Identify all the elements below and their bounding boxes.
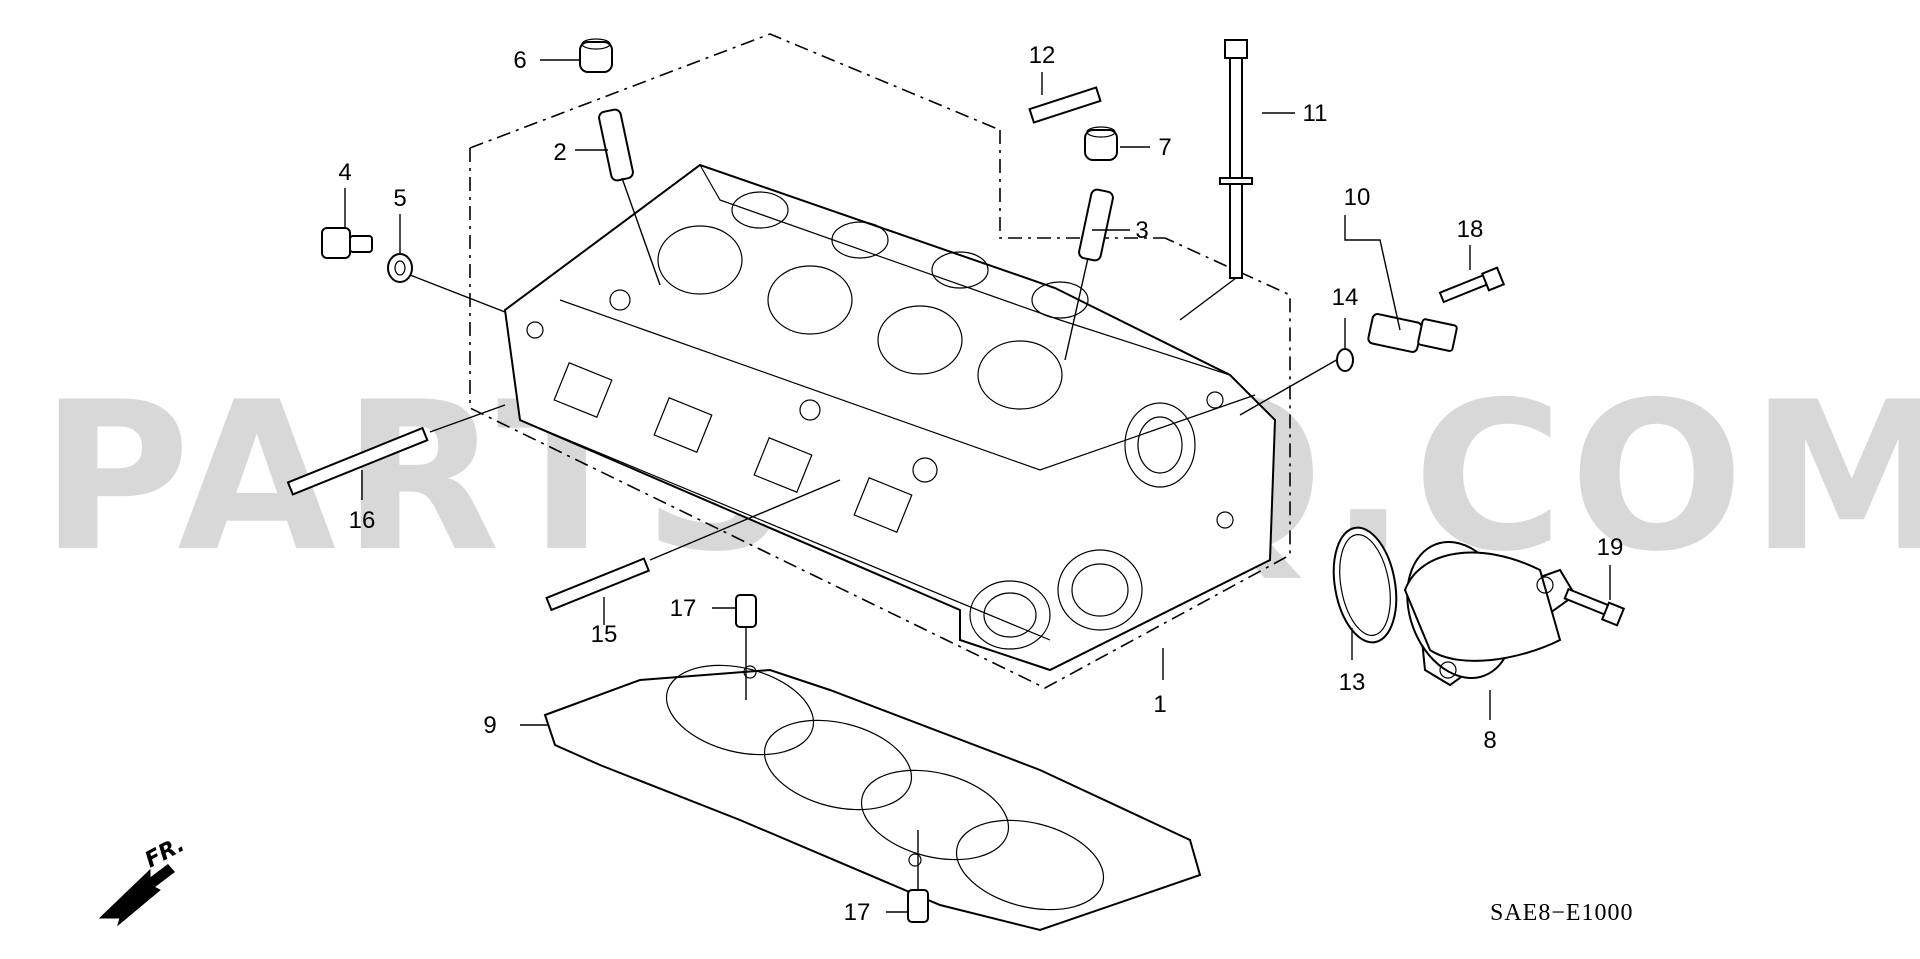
dowel-pin-17-upper-drawing [735,594,757,700]
callout-9: 9 [483,712,496,739]
callout-8: 8 [1483,727,1496,754]
callout-17-upper: 17 [670,595,697,622]
temperature-sensor-10-drawing [1239,313,1458,416]
sealing-plug-4-drawing [321,227,373,259]
callout-labels: 1 2 3 4 5 6 7 8 9 10 11 12 13 14 15 16 1… [338,42,1623,926]
leader-lines [344,59,1611,913]
bolt-18-drawing [1438,266,1506,304]
callout-13: 13 [1339,669,1366,696]
stud-12-drawing [1028,86,1102,124]
head-bolt-11-drawing [1179,39,1253,321]
callout-10: 10 [1344,184,1371,211]
callout-1: 1 [1153,691,1166,718]
callout-12: 12 [1029,42,1056,69]
washer-14-drawing [1336,348,1354,372]
assembly-boundary [469,33,1291,689]
callout-18: 18 [1457,216,1484,243]
callout-2: 2 [553,139,566,166]
callout-7: 7 [1158,134,1171,161]
dowel-pin-17-lower-drawing [907,830,929,923]
cylinder-head-drawing [503,163,1277,672]
front-direction-arrow: FR. [98,832,189,927]
callout-5: 5 [393,185,406,212]
valve-guide-2-drawing [598,108,661,286]
valve-seal-7-drawing [1084,126,1118,161]
callout-19: 19 [1597,534,1624,561]
valve-seal-6-drawing [579,38,613,73]
callout-15: 15 [591,621,618,648]
callout-6: 6 [513,47,526,74]
callout-14: 14 [1332,284,1359,311]
callout-16: 16 [349,507,376,534]
stud-16-drawing [286,404,506,496]
valve-guide-3-drawing [1064,188,1114,361]
water-outlet-8-drawing [1403,541,1577,687]
callout-4: 4 [338,159,351,186]
callout-11: 11 [1303,100,1328,127]
washer-5-drawing [387,253,506,313]
callout-3: 3 [1135,217,1148,244]
o-ring-13-drawing [1332,526,1398,644]
bolt-19-drawing [1563,587,1626,627]
head-gasket-9-drawing [543,664,1202,932]
stud-15-drawing [545,479,841,612]
callout-17-lower: 17 [844,899,871,926]
diagram-code: SAE8−E1000 [1490,900,1634,926]
